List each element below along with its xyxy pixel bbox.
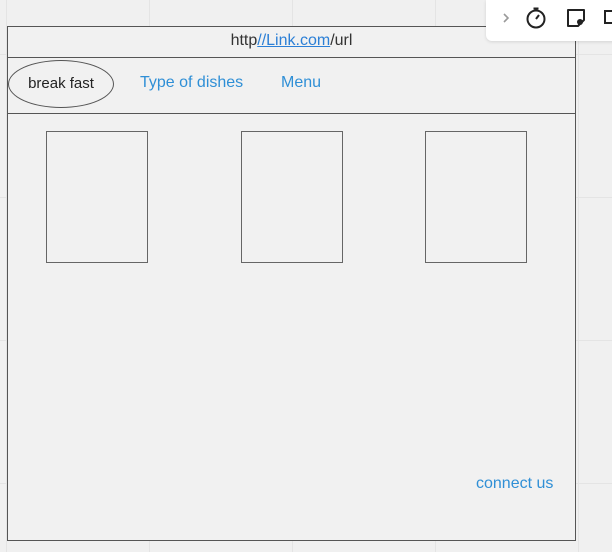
dish-card-placeholder[interactable] xyxy=(241,131,343,263)
chevron-right-icon[interactable] xyxy=(494,6,518,30)
dish-card-placeholder[interactable] xyxy=(46,131,148,263)
connect-us-link[interactable]: connect us xyxy=(476,475,554,492)
nav-item-break-fast[interactable]: break fast xyxy=(8,60,114,108)
floating-toolbar xyxy=(486,0,612,41)
dish-card-placeholder[interactable] xyxy=(425,131,527,263)
sticky-note-icon[interactable] xyxy=(564,6,588,30)
timer-icon[interactable] xyxy=(524,6,548,30)
url-prefix: http xyxy=(230,32,258,49)
url-bar[interactable]: http//Link.com/url xyxy=(8,27,575,58)
screen-icon[interactable] xyxy=(602,6,612,30)
url-suffix: /url xyxy=(330,32,353,49)
nav-bar: break fast Type of dishes Menu xyxy=(8,58,575,114)
url-link[interactable]: //Link.com xyxy=(257,32,331,49)
nav-link-type-of-dishes[interactable]: Type of dishes xyxy=(140,74,244,91)
nav-link-menu[interactable]: Menu xyxy=(281,74,322,91)
wireframe-page: http//Link.com/url break fast Type of di… xyxy=(7,26,576,541)
